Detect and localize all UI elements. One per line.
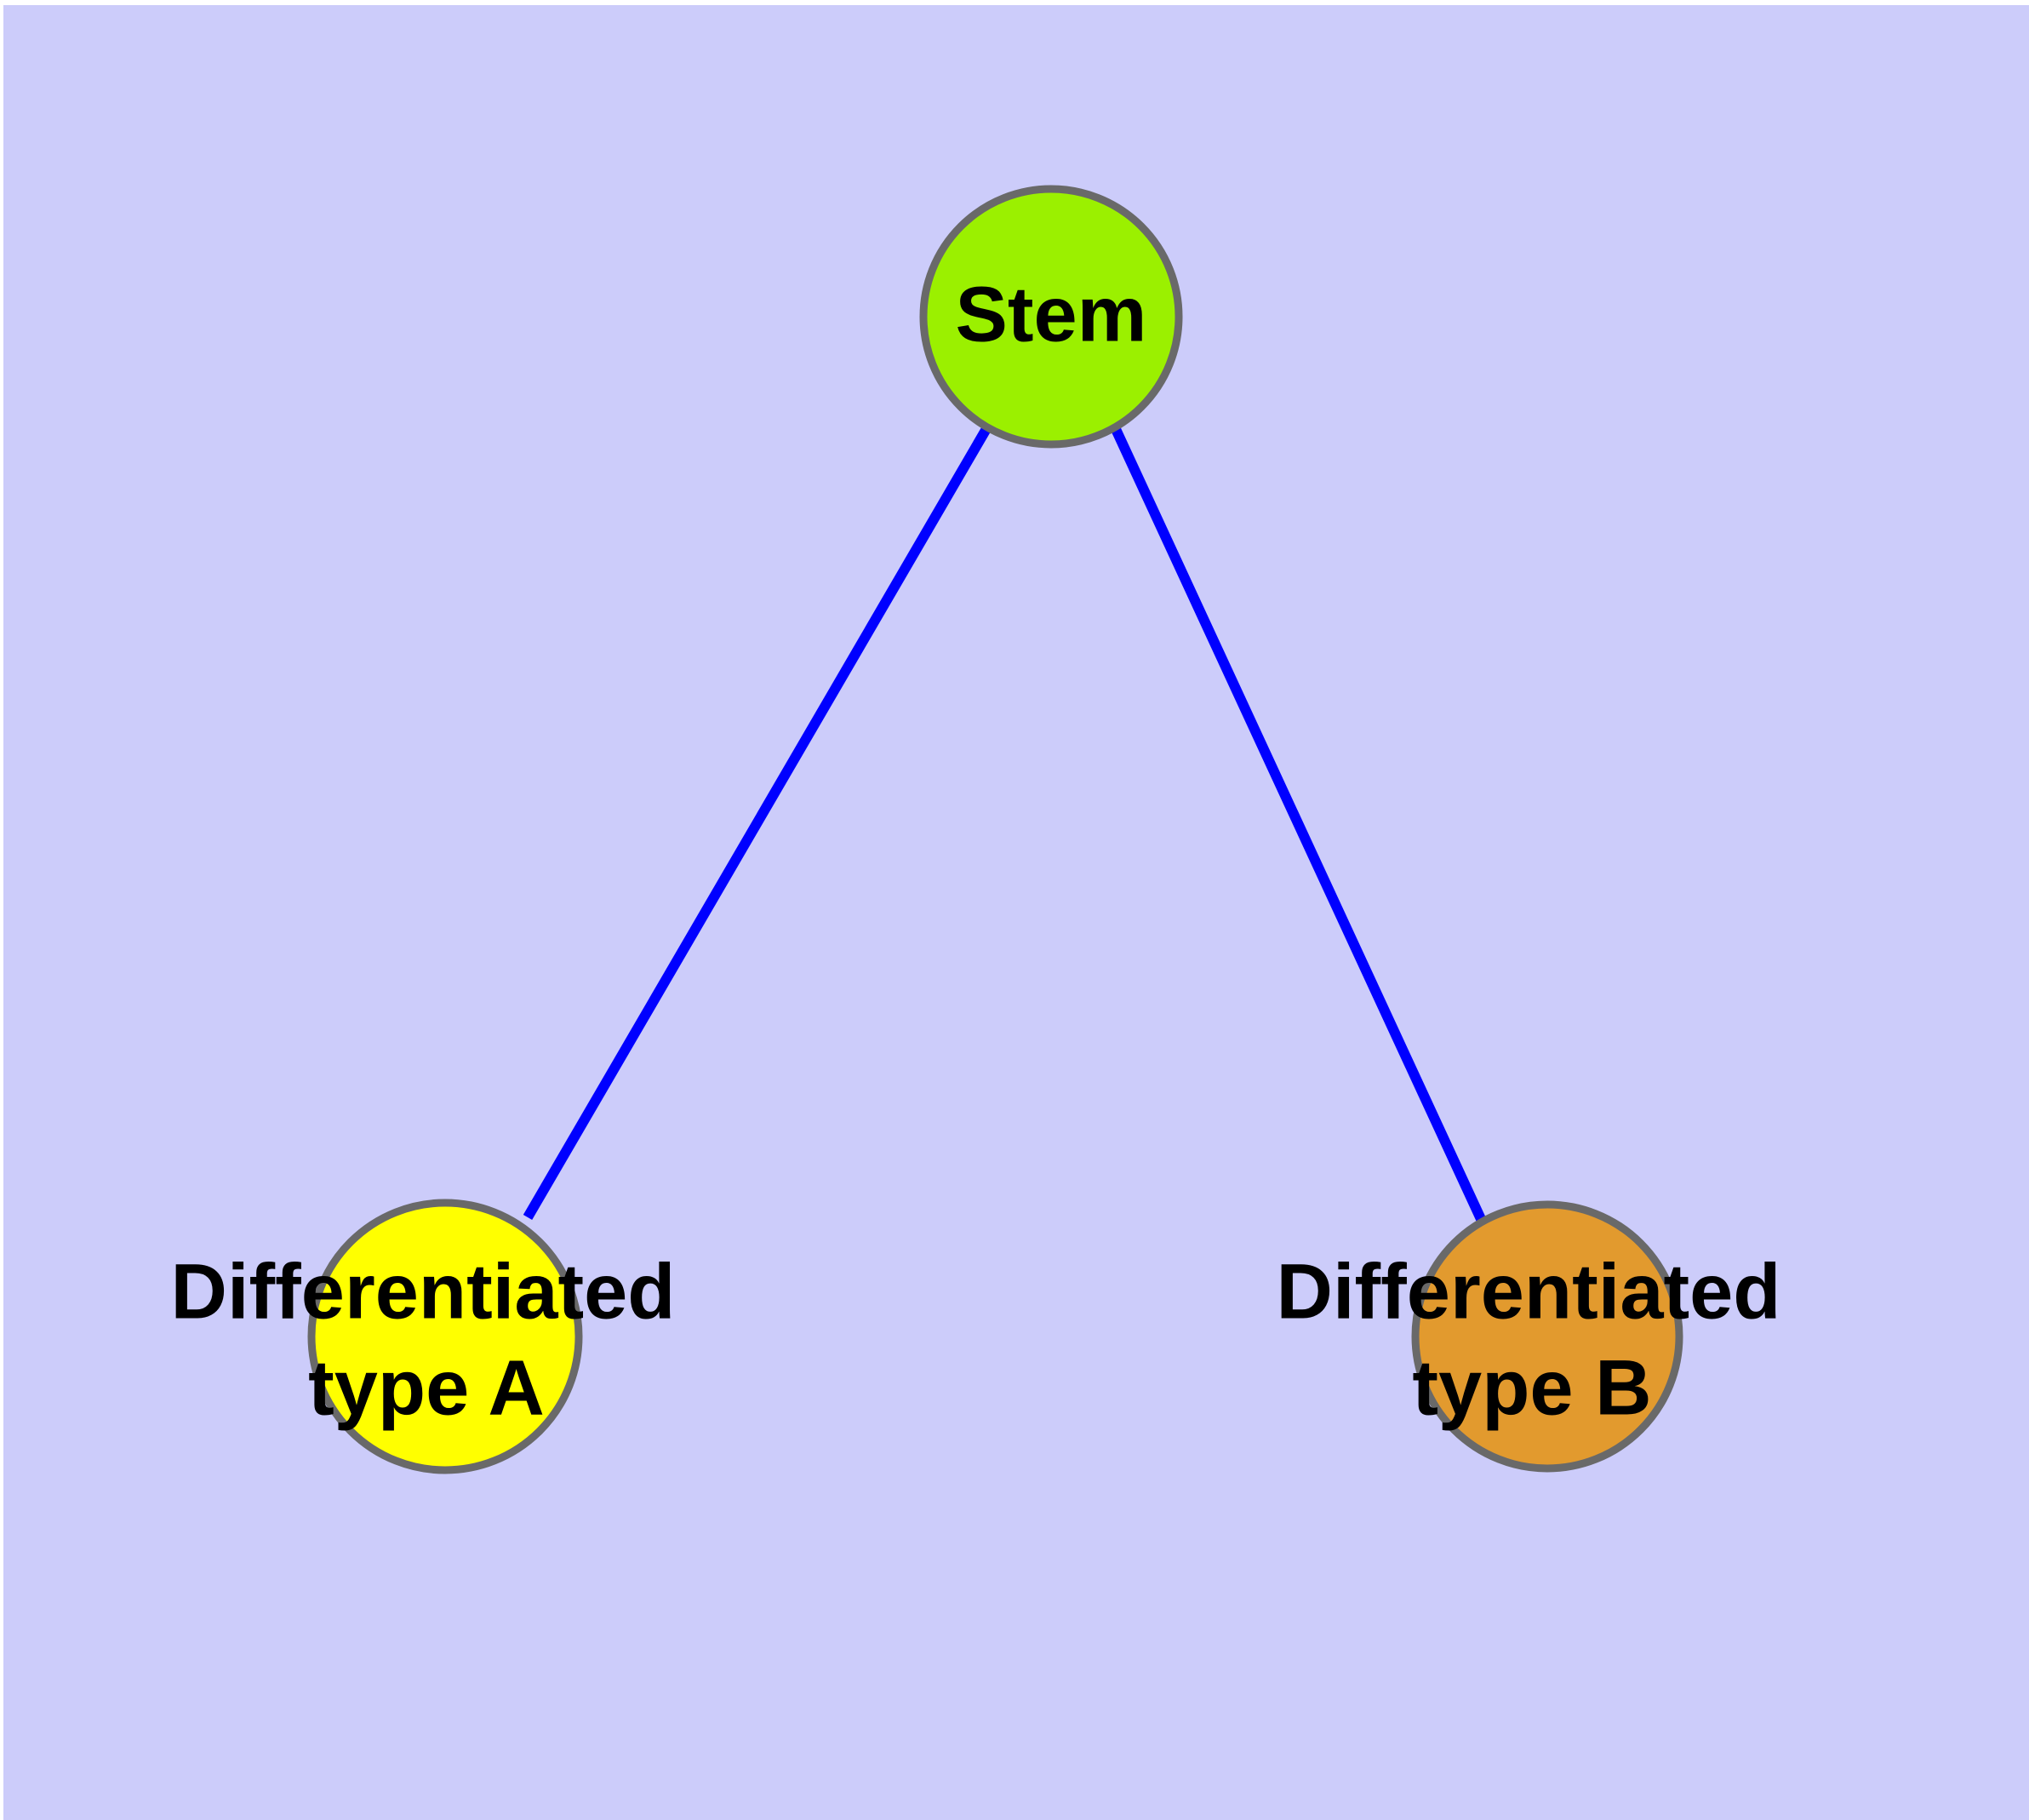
edge-stem-to-differentiated-type-b[interactable] xyxy=(1110,425,1486,1222)
node-differentiated-type-a[interactable]: Differentiated type A xyxy=(171,1199,676,1474)
node-differentiated-type-a-circle[interactable] xyxy=(307,1199,583,1474)
node-differentiated-type-b-label-line2: type B xyxy=(1412,1344,1651,1431)
edge-stem-to-differentiated-type-a[interactable] xyxy=(523,424,992,1221)
node-stem-circle[interactable] xyxy=(919,185,1183,449)
edge-layer xyxy=(523,424,1486,1222)
node-differentiated-type-a-label-line2: type A xyxy=(308,1344,545,1431)
node-differentiated-type-a-label-line1: Differentiated xyxy=(171,1248,676,1335)
node-stem-label: Stem xyxy=(956,271,1147,358)
node-stem[interactable]: Stem xyxy=(919,185,1183,449)
node-differentiated-type-b[interactable]: Differentiated type B xyxy=(1277,1200,1781,1473)
node-layer: Stem Differentiated type A Differentiate… xyxy=(171,185,1781,1474)
node-differentiated-type-b-circle[interactable] xyxy=(1411,1200,1683,1473)
node-differentiated-type-b-label-line1: Differentiated xyxy=(1277,1248,1781,1335)
